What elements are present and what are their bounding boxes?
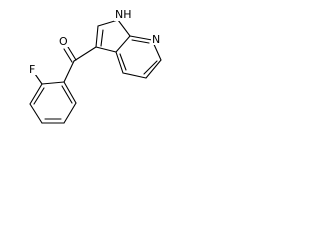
bond-ph3-ph4 <box>29 103 43 124</box>
bond-c7a-n7-inner <box>131 39 150 44</box>
bond-c3a-c3 <box>95 46 117 53</box>
atom-label-nitrogen-group: N <box>151 32 162 46</box>
bond-c3-c2-inner <box>100 29 104 47</box>
bond-ph2-ph3-inner <box>33 87 45 105</box>
bond-c7a-n7 <box>129 35 153 41</box>
bond-ph6-ph1-inner <box>61 85 73 104</box>
bond-n1-c7a <box>117 19 131 37</box>
bond-c4-c3a-inner <box>119 53 127 71</box>
atom-label-fluorine: F <box>29 63 35 76</box>
bond-c4-c3a <box>115 51 124 74</box>
atom-label-nitrogen: N <box>152 33 160 46</box>
atom-label-fluorine-group: F <box>28 62 38 76</box>
atom-label-oxygen-group: O <box>58 34 69 48</box>
bond-carbonyl-to-phenyl <box>63 60 75 83</box>
bond-c7a-c3a <box>115 35 131 53</box>
bond-c3-c2 <box>95 25 99 48</box>
bond-carbonyl-double-b <box>67 46 77 61</box>
bond-ph2-ph3 <box>29 83 43 105</box>
bond-c6-c5 <box>145 59 162 79</box>
bond-c-f <box>34 73 43 85</box>
bond-c5-c4 <box>122 72 147 79</box>
bond-carbonyl-double-a <box>63 48 73 63</box>
bond-ph5-ph6 <box>63 102 77 124</box>
chemical-structure: O F NH N <box>28 7 162 124</box>
atom-label-oxygen: O <box>59 35 68 48</box>
bond-carbonyl-to-c3 <box>73 46 97 62</box>
bond-ph6-ph1 <box>63 81 77 104</box>
atom-label-nh: NH <box>115 8 132 21</box>
bond-c6-c5-inner <box>143 60 158 75</box>
bond-ph1-ph2 <box>41 81 65 85</box>
bond-lines <box>29 19 162 124</box>
atom-label-nh-group: NH <box>114 7 134 21</box>
